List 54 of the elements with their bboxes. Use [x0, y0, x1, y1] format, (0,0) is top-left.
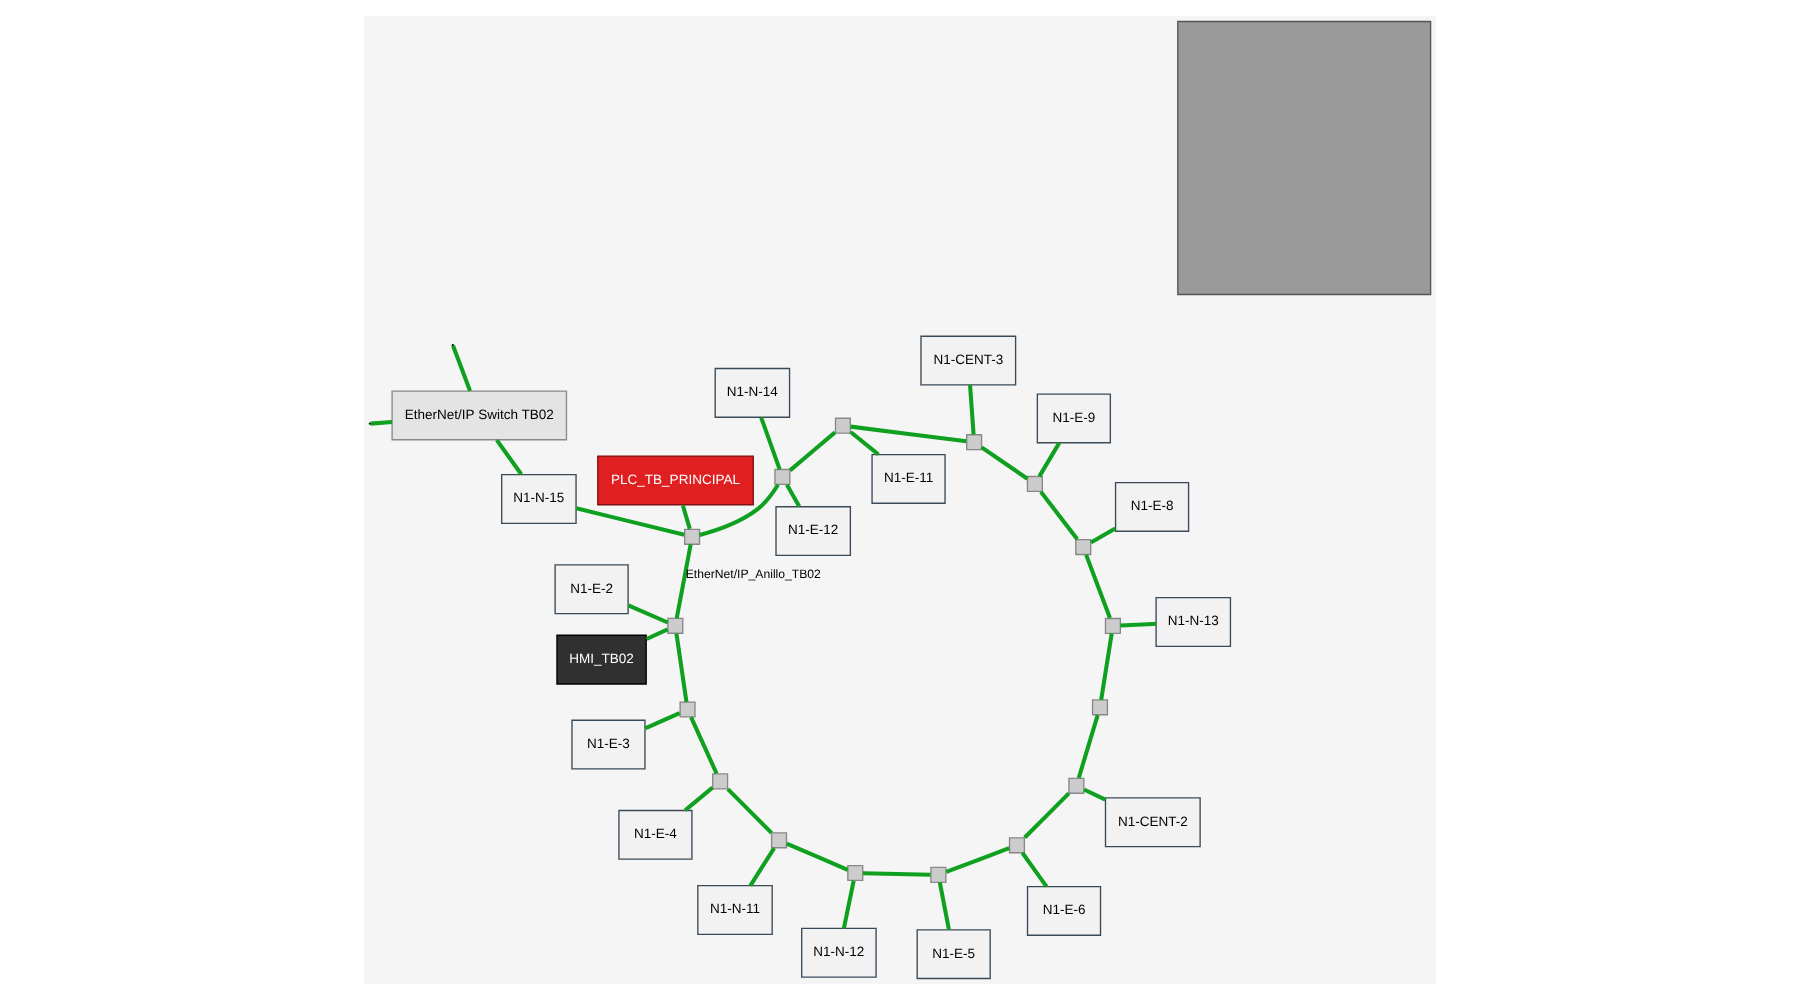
connector — [1089, 526, 1117, 545]
connector — [699, 483, 780, 537]
node-box — [1008, 837, 1026, 854]
connector — [575, 506, 685, 537]
connector — [1039, 490, 1079, 541]
connector — [683, 786, 714, 812]
connector — [759, 416, 782, 470]
connector — [726, 787, 773, 835]
connector — [785, 483, 801, 508]
node-box — [774, 468, 791, 485]
connector — [645, 627, 669, 641]
node-box — [679, 701, 696, 718]
connector — [451, 345, 472, 392]
connector — [862, 871, 931, 877]
node-box — [667, 617, 684, 634]
node-box — [1075, 538, 1092, 556]
connector — [1076, 714, 1100, 779]
node-box — [930, 866, 947, 883]
connector — [674, 544, 693, 619]
connector — [680, 504, 692, 530]
node-box — [1068, 777, 1085, 794]
connector — [788, 430, 837, 472]
connector — [841, 880, 856, 929]
node-box — [684, 528, 701, 545]
connector — [627, 603, 669, 625]
node-box — [834, 417, 852, 434]
connector — [1083, 787, 1107, 802]
connector — [937, 882, 951, 930]
connector — [1099, 633, 1114, 701]
node-box — [770, 832, 788, 849]
connector — [1084, 554, 1112, 619]
connector — [1023, 792, 1071, 839]
connector — [968, 384, 976, 435]
connector — [1120, 621, 1156, 628]
connector — [849, 430, 880, 457]
node-box — [1091, 699, 1109, 716]
connector — [785, 841, 849, 872]
node-box — [712, 773, 729, 790]
connector — [644, 711, 681, 731]
node-box — [1026, 475, 1043, 493]
connector — [370, 420, 393, 426]
node-box — [847, 864, 864, 882]
connector — [945, 846, 1010, 874]
connector — [689, 716, 719, 775]
connector — [1037, 441, 1062, 478]
connector — [980, 445, 1029, 481]
node-box — [1177, 20, 1432, 296]
connector — [1020, 851, 1049, 888]
connector — [495, 438, 523, 476]
node-box — [966, 434, 983, 451]
node-box — [1104, 617, 1122, 634]
connector — [748, 846, 776, 887]
connector — [674, 633, 689, 703]
connector — [850, 424, 967, 444]
